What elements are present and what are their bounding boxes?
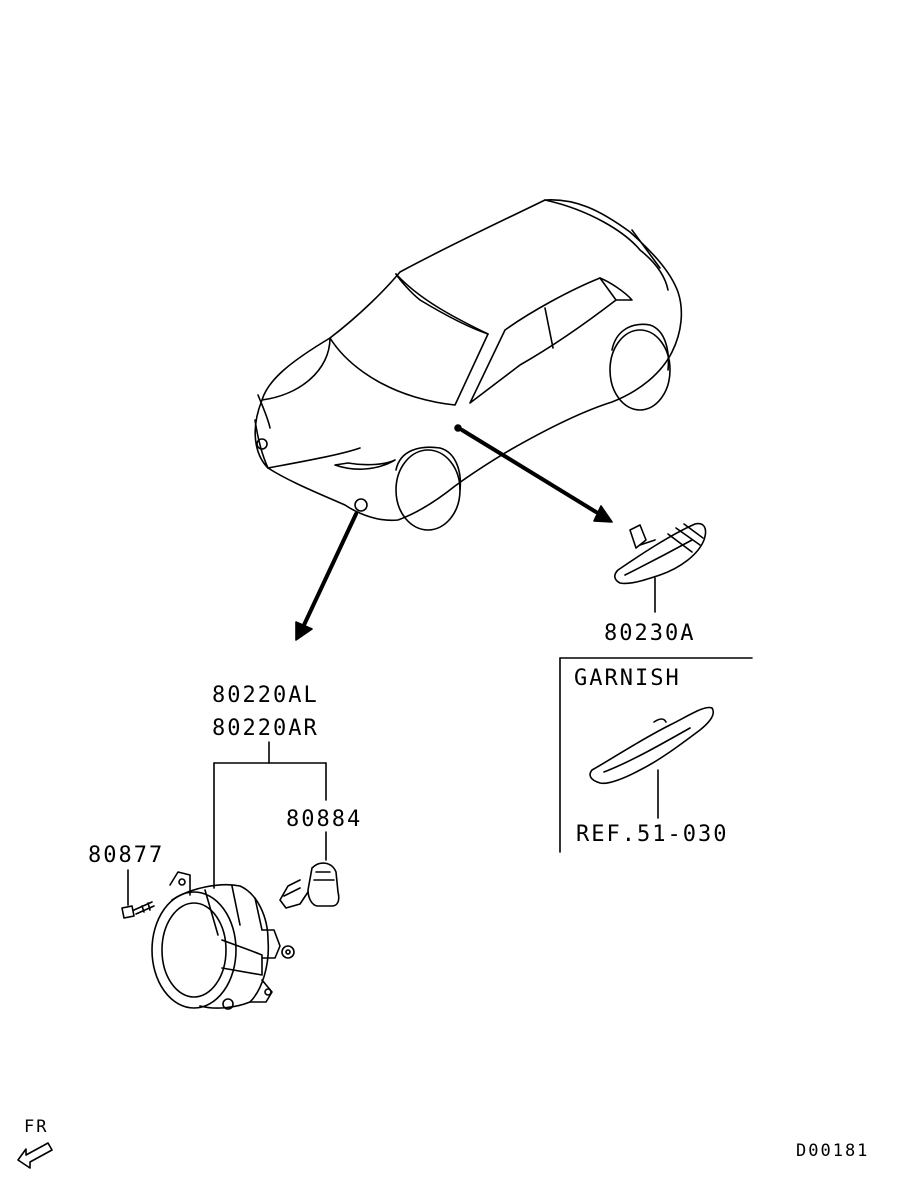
garnish-reference-link[interactable]: REF.51-030 [576,822,729,847]
part-number-fog-lamp-left[interactable]: 80220AL [212,683,319,708]
side-marker-lamp-drawing [614,522,707,613]
part-number-side-marker[interactable]: 80230A [604,621,696,646]
vehicle-outline [254,199,683,531]
part-number-bulb[interactable]: 80884 [286,807,363,832]
garnish-reference-box [559,657,753,853]
direction-arrow-icon [17,1142,53,1169]
garnish-title: GARNISH [574,666,681,691]
leader-arrow-side-marker [460,428,613,523]
front-direction-label: FR [24,1117,49,1137]
part-number-screw[interactable]: 80877 [88,843,165,868]
leader-arrow-fog-lamp [295,512,358,641]
fog-lamp-callout-lines [127,741,327,906]
diagram-code: D00181 [796,1141,870,1161]
part-number-fog-lamp-right[interactable]: 80220AR [212,716,319,741]
fog-lamp-drawing [121,862,340,1010]
